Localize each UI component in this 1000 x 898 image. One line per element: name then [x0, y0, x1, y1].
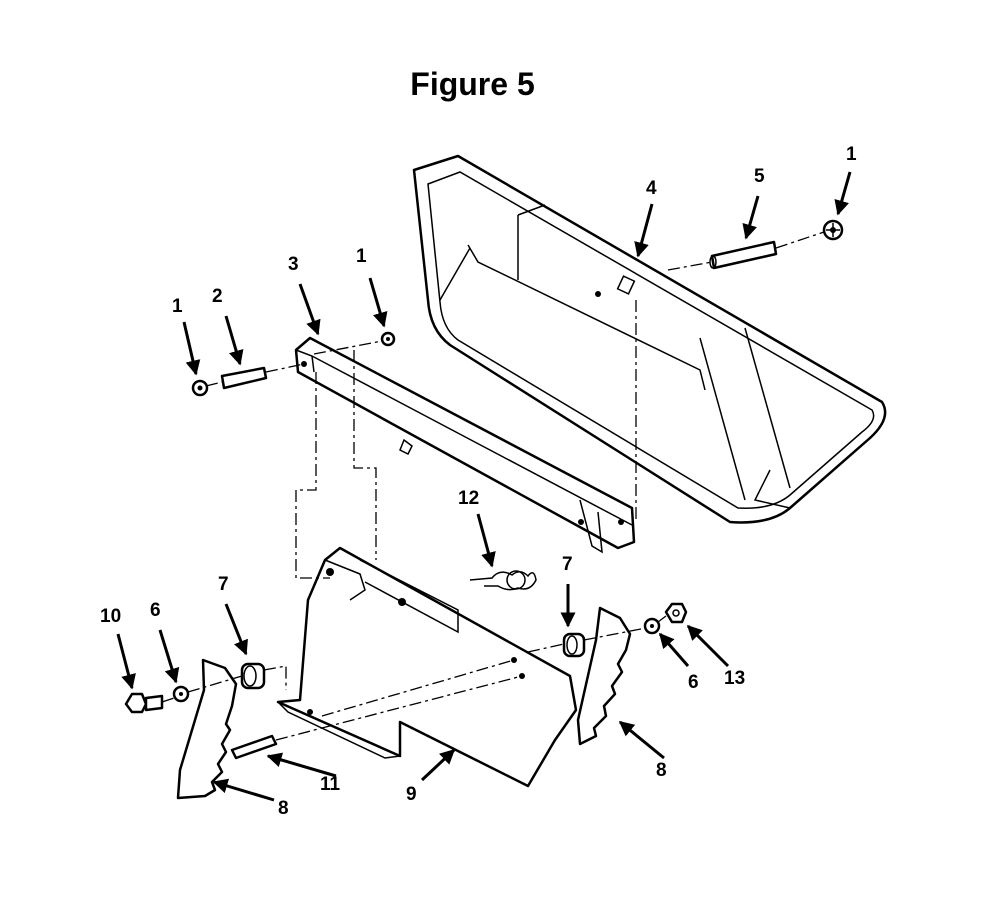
callout-6-right: 6	[688, 672, 699, 693]
retaining-ring-center	[380, 331, 396, 347]
hex-bolt	[124, 692, 164, 714]
callout-10: 10	[100, 606, 121, 627]
blade-guard-housing	[412, 154, 887, 524]
callout-1-left: 1	[172, 296, 183, 317]
callout-labels: 1 1 1 2 3 4 5 6 6 7 7 8 8 9 10 11 12 13	[100, 144, 857, 819]
callout-8-right: 8	[656, 760, 667, 781]
pin-bottom	[230, 734, 278, 760]
callout-4: 4	[646, 178, 657, 199]
callout-8-left: 8	[278, 798, 289, 819]
spacer-left	[240, 662, 266, 690]
callout-3: 3	[288, 254, 299, 275]
anti-kickback-pawl-left	[176, 658, 238, 800]
callout-11: 11	[320, 774, 341, 795]
callout-1-right: 1	[846, 144, 857, 165]
callout-7-left: 7	[218, 574, 229, 595]
anti-kickback-pawl-right	[576, 606, 632, 746]
figure-title: Figure 5	[410, 66, 535, 102]
callout-13: 13	[724, 668, 745, 689]
support-arm	[294, 336, 636, 554]
retaining-ring-right	[822, 219, 844, 241]
callout-2: 2	[212, 286, 223, 307]
callout-6-left: 6	[150, 600, 161, 621]
washer-left	[172, 685, 190, 703]
hex-nut	[664, 602, 688, 624]
pin-right	[709, 240, 778, 270]
assembly-lines	[161, 231, 825, 741]
callout-9: 9	[406, 784, 417, 805]
callout-arrows	[116, 171, 852, 802]
torsion-spring	[469, 570, 537, 591]
callout-12: 12	[458, 488, 479, 509]
pin-left	[220, 366, 268, 390]
retaining-ring-left	[191, 379, 209, 397]
callout-7-right: 7	[562, 554, 573, 575]
spacer-right	[562, 632, 586, 658]
callout-1-center: 1	[356, 246, 367, 267]
guard-mount-plate	[276, 546, 578, 788]
callout-5: 5	[754, 166, 765, 187]
washer-right	[643, 617, 661, 635]
